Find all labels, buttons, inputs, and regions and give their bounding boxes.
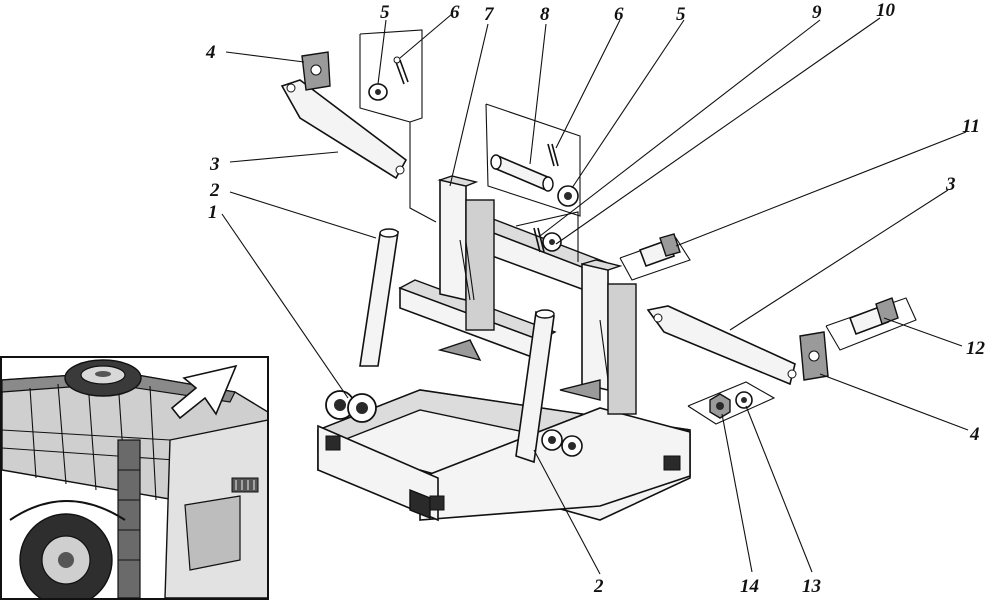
- inset-truck-view: [0, 356, 269, 600]
- callout-1: 1: [208, 202, 218, 223]
- callout-2-lower: 2: [593, 576, 604, 597]
- callout-labels: 4 5 6 7 8 6 5 9 10 11 3 3 2 1 12 4 2 14 …: [205, 0, 986, 597]
- strap-lower: [646, 305, 797, 386]
- callout-10: 10: [876, 0, 896, 21]
- callout-6-upper: 6: [450, 2, 460, 23]
- callout-9: 9: [812, 2, 822, 23]
- callout-12: 12: [966, 338, 986, 359]
- leader-lines: [221, 13, 969, 575]
- tube-left: [359, 228, 399, 367]
- callout-11: 11: [962, 116, 980, 137]
- pin-kit-box-center: [485, 103, 581, 217]
- pin-kit-box-upper: [359, 29, 437, 223]
- tube-right: [515, 309, 555, 464]
- nut-washer-kit: [687, 381, 776, 425]
- callout-3-lower: 3: [945, 174, 956, 195]
- callout-4-upper: 4: [205, 42, 216, 63]
- callout-6-center: 6: [614, 4, 624, 25]
- callout-5-center: 5: [676, 4, 686, 25]
- pin-kit-box-mid: [515, 211, 579, 262]
- subframe-assembly: [317, 175, 691, 522]
- bolt-12: [825, 297, 917, 351]
- callout-4-lower: 4: [969, 424, 980, 445]
- callout-7: 7: [484, 4, 495, 25]
- callout-8: 8: [540, 4, 550, 25]
- callout-5-upper: 5: [380, 2, 390, 23]
- strap-upper: [280, 79, 408, 180]
- callout-2-upper: 2: [209, 180, 220, 201]
- callout-14: 14: [740, 576, 759, 597]
- callout-13: 13: [802, 576, 821, 597]
- bolt-11: [619, 233, 691, 281]
- plate-upper: [301, 51, 331, 91]
- callout-3-upper: 3: [209, 154, 220, 175]
- plate-lower: [799, 331, 829, 381]
